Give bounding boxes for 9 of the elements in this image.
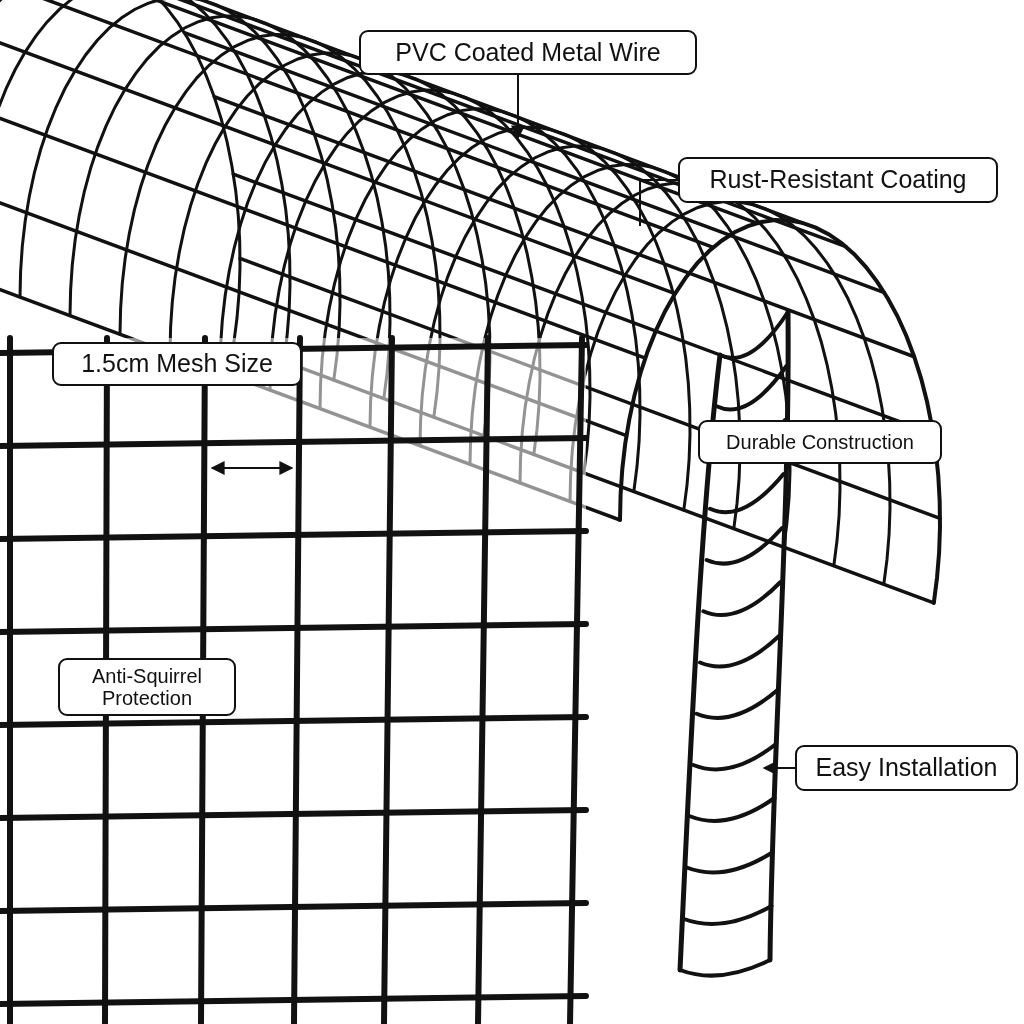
callout-label: PVC Coated Metal Wire: [359, 30, 697, 75]
callout-label: Anti-Squirrel Protection: [58, 658, 236, 716]
leader-line: [639, 179, 679, 227]
callout-label: Easy Installation: [795, 745, 1018, 791]
leader-line: [511, 74, 525, 140]
callout-label: Rust-Resistant Coating: [678, 157, 998, 203]
leader-line: [762, 761, 796, 775]
callout-label: 1.5cm Mesh Size: [52, 342, 302, 386]
callout-label: Durable Construction: [698, 420, 942, 464]
